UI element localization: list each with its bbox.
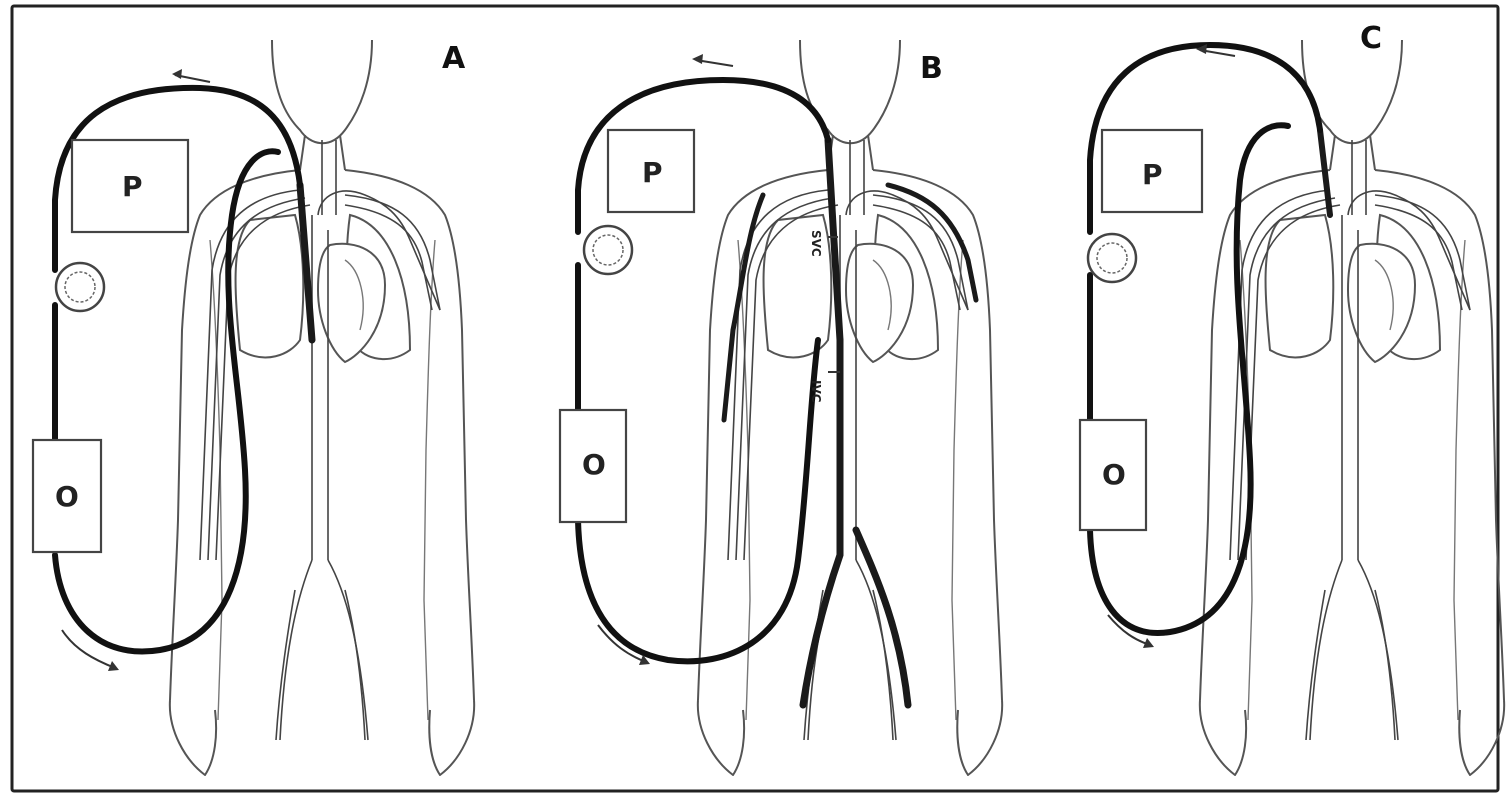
pump-box	[606, 128, 696, 214]
oxygenator-label: O	[1102, 458, 1126, 491]
panel-a: P O A	[31, 39, 476, 776]
flow-arrow-icon	[61, 629, 116, 669]
oxygenator-box	[558, 408, 628, 524]
pump-label: P	[1142, 158, 1163, 191]
drainage-cannula	[296, 181, 316, 344]
femoral-artery-return	[852, 526, 912, 709]
pump-box	[70, 138, 190, 234]
oxygenator-label: O	[582, 448, 606, 481]
oxygenator-box	[31, 438, 103, 554]
oxygenator-box	[1078, 418, 1148, 532]
ivc-cannula	[799, 336, 844, 709]
ivc-label: IVC	[809, 380, 823, 403]
pump-label: P	[122, 170, 143, 203]
drainage-cannula	[1317, 127, 1333, 218]
svc-label: SVC	[809, 230, 823, 257]
oxygenator-label: O	[55, 480, 79, 513]
panel-letter: A	[442, 41, 466, 76]
pump-label: P	[642, 156, 663, 189]
panel-letter: B	[920, 51, 943, 86]
panel-c: P O C	[1078, 21, 1506, 776]
panel-b: P O SVC IVC B	[558, 39, 1004, 776]
pump-box	[1100, 128, 1204, 214]
svc-cannula	[824, 136, 844, 344]
ecmo-circuit	[52, 84, 303, 655]
ecmo-circuit	[575, 77, 831, 665]
panel-letter: C	[1360, 21, 1382, 56]
ecmo-circuit	[1087, 42, 1323, 636]
